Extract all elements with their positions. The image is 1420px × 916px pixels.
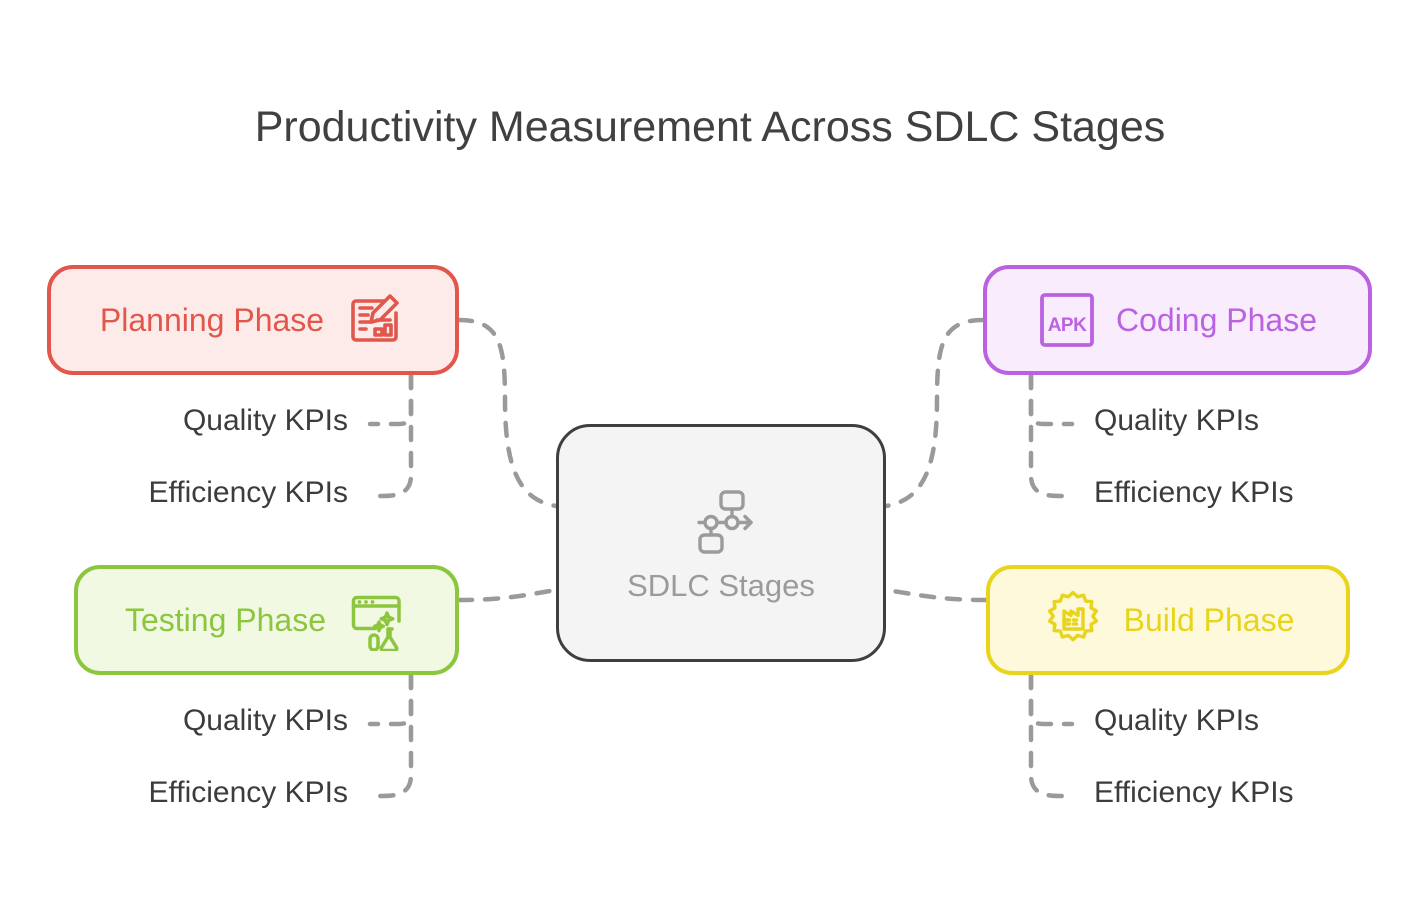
connector-coding-to-quality — [1028, 372, 1075, 427]
apk-package-icon: APK — [1038, 291, 1096, 349]
workflow-diagram-icon — [681, 482, 761, 562]
page-title: Productivity Measurement Across SDLC Sta… — [254, 103, 1166, 151]
kpi-planning-efficiency: Efficiency KPIs — [148, 476, 348, 509]
browser-flask-icon — [346, 589, 408, 653]
connector-planning-to-efficiency — [367, 372, 414, 499]
planning-phase-label: Planning Phase — [99, 301, 325, 338]
connector-testing-to-quality — [367, 672, 414, 727]
kpi-testing-efficiency: Efficiency KPIs — [148, 776, 348, 809]
node-coding-phase[interactable]: APK Coding Phase — [983, 265, 1372, 375]
node-build-phase[interactable]: Build Phase — [986, 565, 1350, 675]
testing-phase-label: Testing Phase — [124, 601, 326, 638]
node-testing-phase[interactable]: Testing Phase — [74, 565, 459, 675]
kpi-coding-efficiency: Efficiency KPIs — [1094, 476, 1294, 509]
kpi-coding-quality: Quality KPIs — [1094, 404, 1260, 437]
connector-planning-to-hub — [456, 317, 559, 509]
build-phase-label: Build Phase — [1123, 601, 1295, 638]
blueprint-pencil-icon — [344, 289, 406, 351]
center-node-sdlc-stages[interactable]: SDLC Stages — [556, 424, 886, 662]
kpi-build-quality: Quality KPIs — [1094, 704, 1260, 737]
connector-build-to-efficiency — [1028, 672, 1075, 799]
connector-build-to-hub — [883, 587, 989, 603]
connector-testing-to-hub — [456, 587, 559, 603]
coding-phase-label: Coding Phase — [1115, 301, 1318, 338]
node-planning-phase[interactable]: Planning Phase — [47, 265, 459, 375]
kpi-testing-quality: Quality KPIs — [182, 704, 348, 737]
connector-testing-to-efficiency — [367, 672, 414, 799]
connector-planning-to-quality — [367, 372, 414, 427]
center-node-label: SDLC Stages — [627, 568, 815, 603]
kpi-planning-quality: Quality KPIs — [182, 404, 348, 437]
connector-coding-to-efficiency — [1028, 372, 1075, 499]
gear-factory-icon — [1042, 589, 1104, 651]
svg-text:APK: APK — [1048, 315, 1087, 336]
connector-build-to-quality — [1028, 672, 1075, 727]
connector-coding-to-hub — [883, 317, 986, 509]
kpi-build-efficiency: Efficiency KPIs — [1094, 776, 1294, 809]
